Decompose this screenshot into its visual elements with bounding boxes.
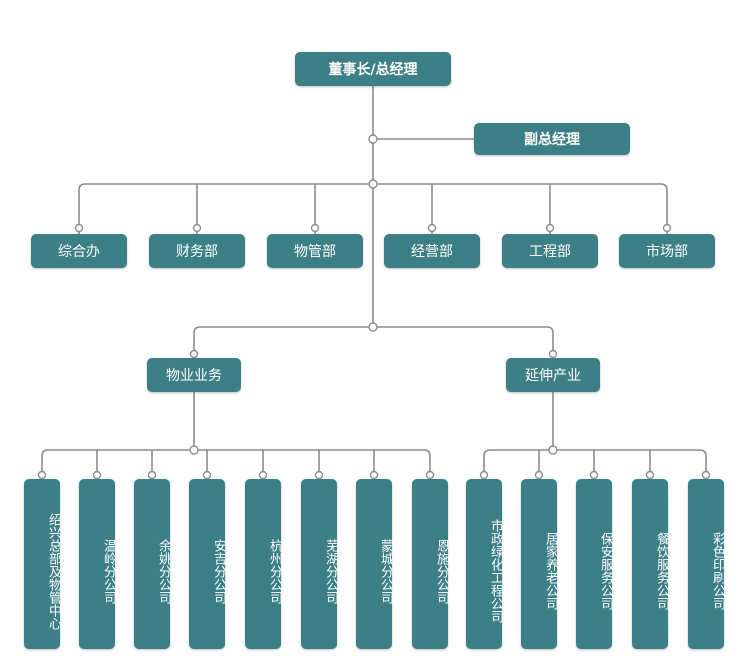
dept-label: 市场部 <box>646 244 688 260</box>
dept-node: 物管部 <box>267 234 363 268</box>
property-unit-node: 恩施分公司 <box>412 479 449 649</box>
group-extended-label: 延伸产业 <box>525 368 581 384</box>
dept-node: 经营部 <box>384 234 480 268</box>
property-unit-node: 余姚分公司 <box>134 479 171 649</box>
property-unit-label: 绍兴总部及物管中心 <box>46 512 61 630</box>
property-unit-label: 杭州分公司 <box>267 538 282 604</box>
extended-unit-label: 市政绿化工程公司 <box>488 519 503 623</box>
property-unit-label: 温岭分公司 <box>101 538 116 604</box>
extended-unit-label: 彩色印刷公司 <box>710 532 725 610</box>
extended-unit-node: 彩色印刷公司 <box>688 479 725 649</box>
group-property-label: 物业业务 <box>166 368 222 384</box>
chairman-label: 董事长/总经理 <box>328 62 418 78</box>
property-unit-label: 余姚分公司 <box>156 538 171 604</box>
dept-label: 综合办 <box>58 244 100 260</box>
chairman-node: 董事长/总经理 <box>295 52 451 86</box>
deputy-node: 副总经理 <box>474 123 630 155</box>
group-property-node: 物业业务 <box>147 358 241 392</box>
group-extended-node: 延伸产业 <box>506 358 600 392</box>
property-unit-node: 安吉分公司 <box>189 479 226 649</box>
property-unit-node: 杭州分公司 <box>245 479 282 649</box>
deputy-label: 副总经理 <box>524 132 580 148</box>
extended-unit-label: 居家养老公司 <box>543 532 558 610</box>
property-unit-node: 绍兴总部及物管中心 <box>24 479 61 649</box>
dept-label: 物管部 <box>294 244 336 260</box>
extended-unit-label: 餐饮服务公司 <box>654 532 669 610</box>
property-unit-node: 蒙城分公司 <box>356 479 393 649</box>
property-unit-label: 芜湖分公司 <box>323 538 338 604</box>
property-unit-label: 安吉分公司 <box>211 538 226 604</box>
dept-node: 财务部 <box>149 234 245 268</box>
extended-unit-label: 保安服务公司 <box>598 532 613 610</box>
property-unit-node: 温岭分公司 <box>79 479 116 649</box>
property-unit-label: 恩施分公司 <box>434 538 449 604</box>
extended-unit-node: 市政绿化工程公司 <box>466 479 503 649</box>
dept-label: 经营部 <box>411 244 453 260</box>
extended-unit-node: 保安服务公司 <box>576 479 613 649</box>
property-unit-node: 芜湖分公司 <box>301 479 338 649</box>
dept-label: 财务部 <box>176 244 218 260</box>
extended-unit-node: 餐饮服务公司 <box>632 479 669 649</box>
extended-unit-node: 居家养老公司 <box>521 479 558 649</box>
dept-node: 市场部 <box>619 234 715 268</box>
dept-node: 综合办 <box>31 234 127 268</box>
property-unit-label: 蒙城分公司 <box>378 538 393 604</box>
dept-label: 工程部 <box>529 244 571 260</box>
dept-node: 工程部 <box>502 234 598 268</box>
